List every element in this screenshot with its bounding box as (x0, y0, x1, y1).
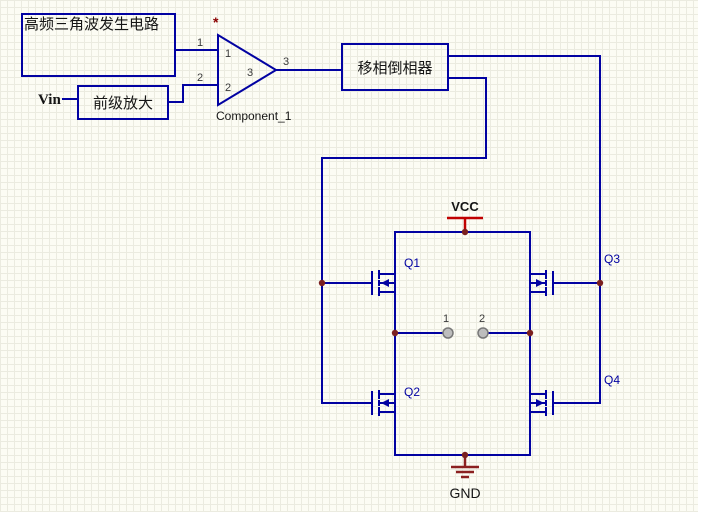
junction-gnd-rail (461, 451, 469, 459)
phase-inverter-label: 移相倒相器 (357, 60, 432, 77)
preamp-label: 前级放大 (93, 95, 153, 112)
block-phase-inverter: 移相倒相器 (341, 43, 449, 91)
wires (62, 49, 601, 456)
comparator-inner-in2: 2 (225, 82, 231, 94)
preamp-outline (77, 85, 169, 120)
comparator-pin1-number: 1 (197, 37, 203, 49)
wire-preamp-to-comparator (168, 84, 218, 103)
mosfet-q4: Q4 (529, 373, 620, 416)
junction-dots (318, 228, 604, 459)
q2-arrow (381, 399, 389, 407)
node1-label: 1 (443, 313, 449, 325)
comparator-pin3-number: 3 (283, 56, 289, 68)
junction-left-mid (391, 329, 399, 337)
vin-label: Vin (38, 92, 61, 108)
node2-pad (477, 327, 489, 339)
mosfet-q1: Q1 (371, 256, 420, 296)
wire-inverter-to-left-gates (321, 77, 487, 404)
phase-inverter-outline (341, 43, 449, 91)
q4-designator: Q4 (604, 373, 620, 387)
triangle-generator-outline (21, 13, 176, 77)
triangle-generator-label: 高频三角波发生电路 (24, 16, 159, 33)
comparator-inner-in1: 1 (225, 48, 231, 60)
gnd-label: GND (449, 485, 480, 501)
node2-label: 2 (479, 313, 485, 325)
comparator-symbol: * 1 2 3 1 2 3 Component_1 (197, 14, 292, 123)
junction-vcc-rail (461, 228, 469, 236)
comparator-triangle (217, 33, 278, 107)
comparator-part-mark: * (213, 14, 219, 30)
junction-q3-gate (596, 279, 604, 287)
mosfet-q2: Q2 (371, 385, 420, 416)
q3-arrow (536, 279, 544, 287)
comparator-inner-out: 3 (247, 67, 253, 79)
wire-inverter-to-right-gates (448, 55, 601, 404)
block-triangle-generator: 高频三角波发生电路 (21, 13, 176, 77)
q4-arrow (536, 399, 544, 407)
q1-arrow (381, 279, 389, 287)
vcc-power-symbol: VCC (447, 199, 483, 232)
block-preamp: 前级放大 (77, 85, 169, 120)
node1-pad (442, 327, 454, 339)
junction-right-mid (526, 329, 534, 337)
gnd-symbol: GND (449, 455, 481, 501)
q2-designator: Q2 (404, 385, 420, 399)
wire-bottom-rail (394, 412, 531, 456)
mosfet-q3: Q3 (529, 252, 620, 296)
q3-designator: Q3 (604, 252, 620, 266)
q1-designator: Q1 (404, 256, 420, 270)
comparator-designator: Component_1 (216, 109, 292, 123)
comparator-pin2-number: 2 (197, 72, 203, 84)
junction-q1-gate (318, 279, 326, 287)
output-nodes: 1 2 (442, 313, 489, 339)
vcc-label: VCC (451, 199, 479, 214)
